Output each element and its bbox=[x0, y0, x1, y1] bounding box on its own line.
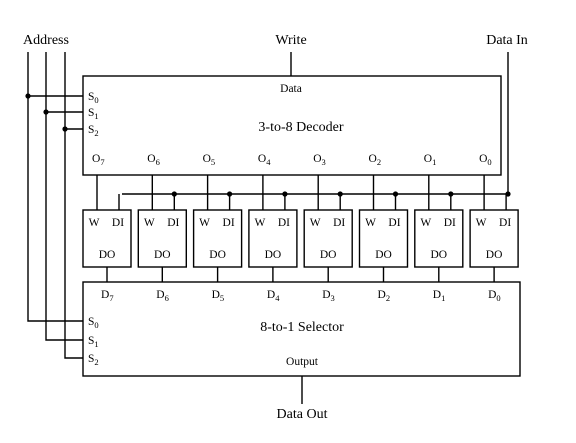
cell-w-pin: W bbox=[310, 217, 321, 229]
selector-input-d5: D5 bbox=[212, 289, 225, 303]
selector-input-d4: D4 bbox=[267, 289, 280, 303]
selector-title: 8-to-1 Selector bbox=[260, 320, 344, 335]
address-label: Address bbox=[23, 33, 69, 48]
selector-input-d7: D7 bbox=[101, 289, 114, 303]
cell-di-pin: DI bbox=[278, 217, 290, 229]
decoder-output-o6: O6 bbox=[147, 153, 160, 167]
memory-cell: W DI DO bbox=[469, 209, 519, 268]
decoder-output-o2: O2 bbox=[369, 153, 382, 167]
cell-output-wires bbox=[106, 267, 495, 282]
decoder-select-pin-s1: S1 bbox=[88, 107, 99, 121]
cell-di-pin: DI bbox=[388, 217, 400, 229]
selector-output-pin: Output bbox=[286, 356, 319, 368]
address-bus bbox=[25, 52, 83, 359]
cell-w-pin: W bbox=[365, 217, 376, 229]
selector-input-d3: D3 bbox=[322, 289, 335, 303]
cell-w-pin: W bbox=[144, 217, 155, 229]
memory-cell: W DI DO bbox=[192, 209, 243, 268]
memory-cell: W DI DO bbox=[82, 209, 132, 268]
cell-do-pin: DO bbox=[375, 249, 392, 261]
decoder-output-o3: O3 bbox=[313, 153, 326, 167]
cell-w-pin: W bbox=[476, 217, 487, 229]
selector-select-pin-s2: S2 bbox=[88, 353, 99, 367]
decoder-select-pin-s2: S2 bbox=[88, 124, 99, 138]
cell-w-pin: W bbox=[199, 217, 210, 229]
memory-cell: W DI DO bbox=[303, 209, 353, 268]
decoder-output-o7: O7 bbox=[92, 153, 105, 167]
cell-di-pin: DI bbox=[223, 217, 235, 229]
cell-w-pin: W bbox=[420, 217, 431, 229]
decoder-output-wires bbox=[96, 175, 507, 210]
cell-w-pin: W bbox=[254, 217, 265, 229]
decoder-output-o0: O0 bbox=[479, 153, 492, 167]
cell-do-pin: DO bbox=[265, 249, 282, 261]
selector-select-pin-s0: S0 bbox=[88, 316, 99, 330]
write-label: Write bbox=[275, 33, 306, 48]
decoder-output-o1: O1 bbox=[424, 153, 437, 167]
cell-di-pin: DI bbox=[333, 217, 345, 229]
cell-do-pin: DO bbox=[486, 249, 503, 261]
cell-di-pin: DI bbox=[499, 217, 511, 229]
cell-do-pin: DO bbox=[209, 249, 226, 261]
selector-select-pin-s1: S1 bbox=[88, 335, 99, 349]
cell-di-pin: DI bbox=[444, 217, 456, 229]
selector-input-d6: D6 bbox=[156, 289, 169, 303]
data-out-label: Data Out bbox=[277, 407, 328, 422]
cell-do-pin: DO bbox=[154, 249, 171, 261]
decoder-select-pin-s0: S0 bbox=[88, 91, 99, 105]
memory-cell: W DI DO bbox=[248, 209, 298, 268]
cell-w-pin: W bbox=[89, 217, 100, 229]
selector-input-d0: D0 bbox=[488, 289, 501, 303]
cell-di-pin: DI bbox=[167, 217, 179, 229]
decoder-output-o5: O5 bbox=[203, 153, 216, 167]
decoder-data-pin: Data bbox=[280, 83, 302, 95]
memory-cell: W DI DO bbox=[137, 209, 188, 268]
memory-cell: W DI DO bbox=[358, 209, 409, 268]
data-in-label: Data In bbox=[486, 33, 528, 48]
memory-cells: W DI DO W DI DO W DI DO W DI DO W DI DO W DI DO W DI DO W DI DO bbox=[82, 209, 519, 268]
decoder-title: 3-to-8 Decoder bbox=[258, 120, 343, 135]
selector-input-d1: D1 bbox=[433, 289, 446, 303]
cell-do-pin: DO bbox=[320, 249, 337, 261]
cell-do-pin: DO bbox=[430, 249, 447, 261]
cell-di-pin: DI bbox=[112, 217, 124, 229]
decoder-output-o4: O4 bbox=[258, 153, 271, 167]
selector-input-d2: D2 bbox=[378, 289, 391, 303]
memory-cell: W DI DO bbox=[414, 209, 464, 268]
cell-do-pin: DO bbox=[99, 249, 116, 261]
